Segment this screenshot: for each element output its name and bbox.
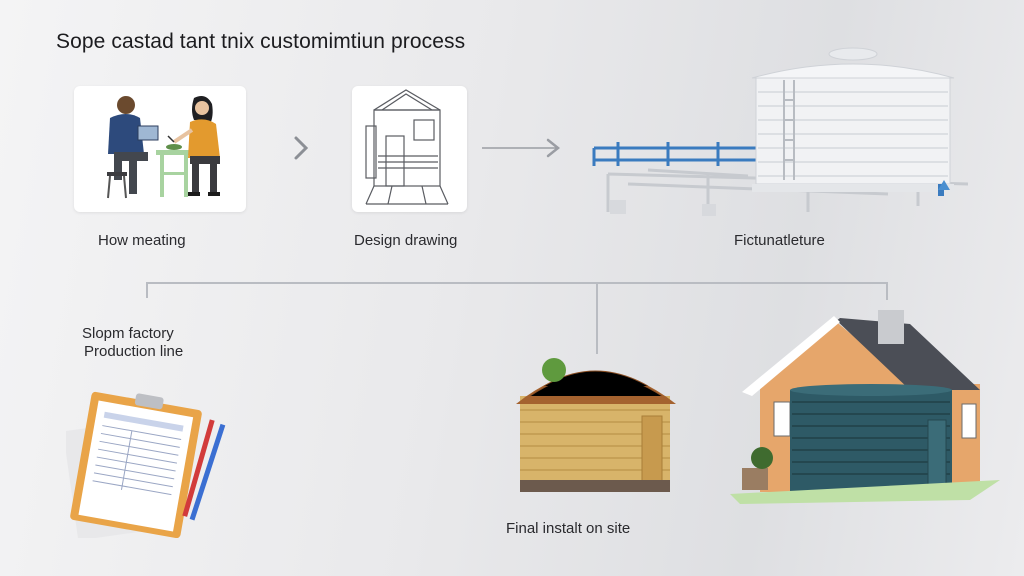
clipboard-icon <box>66 388 236 538</box>
tank-sketch-icon <box>365 89 449 205</box>
connector-right-drop <box>886 282 888 300</box>
step-label-meeting: How meating <box>98 232 186 249</box>
step-label-design: Design drawing <box>354 232 458 249</box>
arrow-right-icon <box>482 136 564 160</box>
step-label-factory-line2: Production line <box>84 343 184 360</box>
step-label-factory-line1: Slopm factory <box>82 325 174 342</box>
white-tank-frame-icon <box>588 44 978 224</box>
step-label-install: Final instalt on site <box>506 520 631 537</box>
connector-center-drop <box>596 282 598 354</box>
step-label-manufacture: Fictunatleture <box>734 232 825 249</box>
connector-left-drop <box>146 282 148 298</box>
installed-tank-house-icon <box>510 300 1010 510</box>
page-title: Sope castad tant tnix customimtiun proce… <box>56 30 466 53</box>
meeting-people-icon <box>107 96 220 199</box>
chevron-right-icon <box>290 134 312 162</box>
meeting-card <box>74 86 246 212</box>
connector-horizontal <box>146 282 888 284</box>
design-card <box>352 86 467 212</box>
